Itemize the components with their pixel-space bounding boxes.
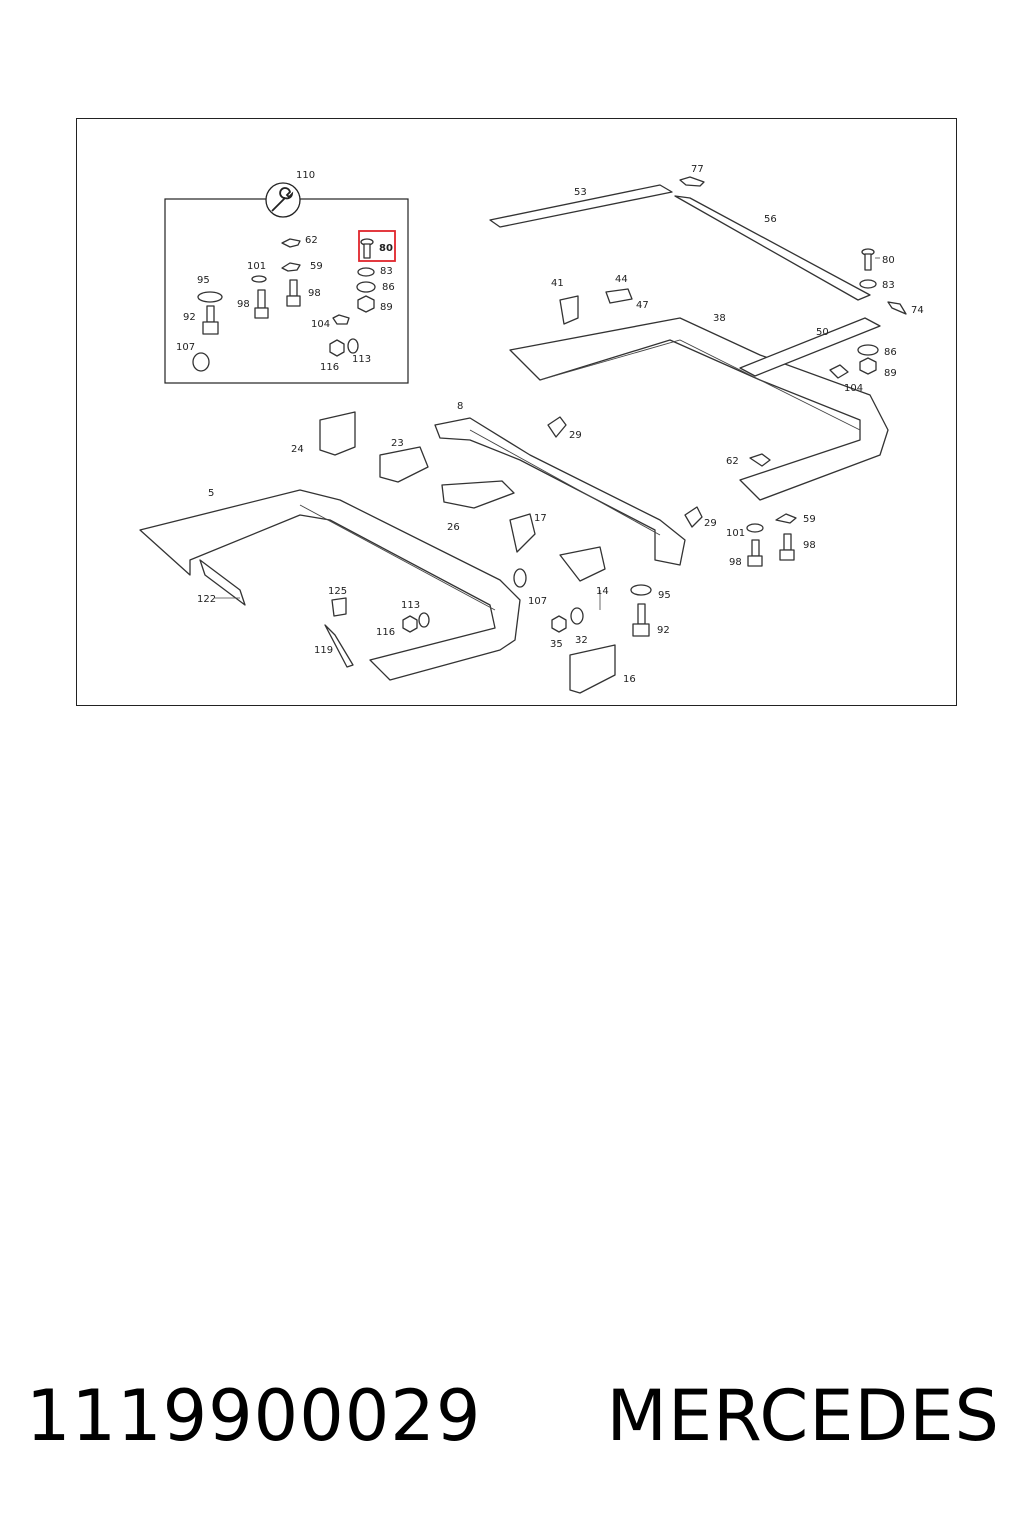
label-26: 26 <box>447 522 460 533</box>
label-101: 101 <box>726 528 745 539</box>
label-98: 98 <box>729 557 742 568</box>
label-80-highlighted: 80 <box>379 243 393 254</box>
highlight-box <box>358 230 396 262</box>
brackets <box>319 301 907 694</box>
label-89: 89 <box>884 368 897 379</box>
label-29: 29 <box>569 430 582 441</box>
label-107: 107 <box>528 596 547 607</box>
label-119: 119 <box>314 645 333 656</box>
label-98: 98 <box>803 540 816 551</box>
callout-labels: 110 62 80 101 59 83 95 86 98 98 89 92 10… <box>176 164 924 685</box>
label-107: 107 <box>176 342 195 353</box>
label-38: 38 <box>713 313 726 324</box>
label-95: 95 <box>658 590 671 601</box>
label-16: 16 <box>623 674 636 685</box>
rear-bumper-assembly <box>509 288 889 501</box>
middle-bumper <box>434 417 686 566</box>
label-5: 5 <box>208 488 214 499</box>
label-77: 77 <box>691 164 704 175</box>
label-24: 24 <box>291 444 304 455</box>
label-56: 56 <box>764 214 777 225</box>
label-8: 8 <box>457 401 463 412</box>
label-83: 83 <box>882 280 895 291</box>
label-98: 98 <box>308 288 321 299</box>
label-104: 104 <box>844 383 863 394</box>
label-59: 59 <box>310 261 323 272</box>
label-122: 122 <box>197 594 216 605</box>
label-110: 110 <box>296 170 315 181</box>
caption-bar: 1119900029 MERCEDES <box>0 1375 1024 1465</box>
front-bumper <box>139 489 521 681</box>
label-104: 104 <box>311 319 330 330</box>
label-125: 125 <box>328 586 347 597</box>
label-29: 29 <box>704 518 717 529</box>
label-86: 86 <box>884 347 897 358</box>
top-trim-strips <box>489 176 871 301</box>
label-89: 89 <box>380 302 393 313</box>
label-35: 35 <box>550 639 563 650</box>
label-50: 50 <box>816 327 829 338</box>
label-101: 101 <box>247 261 266 272</box>
label-95: 95 <box>197 275 210 286</box>
label-32: 32 <box>575 635 588 646</box>
label-113: 113 <box>352 354 371 365</box>
label-98: 98 <box>237 299 250 310</box>
right-small-parts <box>402 248 879 637</box>
label-44: 44 <box>615 274 628 285</box>
label-92: 92 <box>657 625 670 636</box>
leader-lines <box>215 257 880 610</box>
label-80: 80 <box>882 255 895 266</box>
label-41: 41 <box>551 278 564 289</box>
inset-parts <box>192 238 376 372</box>
wrench-icon <box>265 182 301 218</box>
label-47: 47 <box>636 300 649 311</box>
label-116: 116 <box>376 627 395 638</box>
brand-name: MERCEDES <box>606 1375 1000 1457</box>
label-113: 113 <box>401 600 420 611</box>
label-62: 62 <box>726 456 739 467</box>
label-92: 92 <box>183 312 196 323</box>
label-23: 23 <box>391 438 404 449</box>
label-62: 62 <box>305 235 318 246</box>
label-116: 116 <box>320 362 339 373</box>
label-53: 53 <box>574 187 587 198</box>
label-59: 59 <box>803 514 816 525</box>
label-14: 14 <box>596 586 609 597</box>
part-number: 1119900029 <box>26 1375 482 1457</box>
label-83: 83 <box>380 266 393 277</box>
parts-diagram: 110 62 80 101 59 83 95 86 98 98 89 92 10… <box>139 164 924 694</box>
label-17: 17 <box>534 513 547 524</box>
label-74: 74 <box>911 305 924 316</box>
label-86: 86 <box>382 282 395 293</box>
